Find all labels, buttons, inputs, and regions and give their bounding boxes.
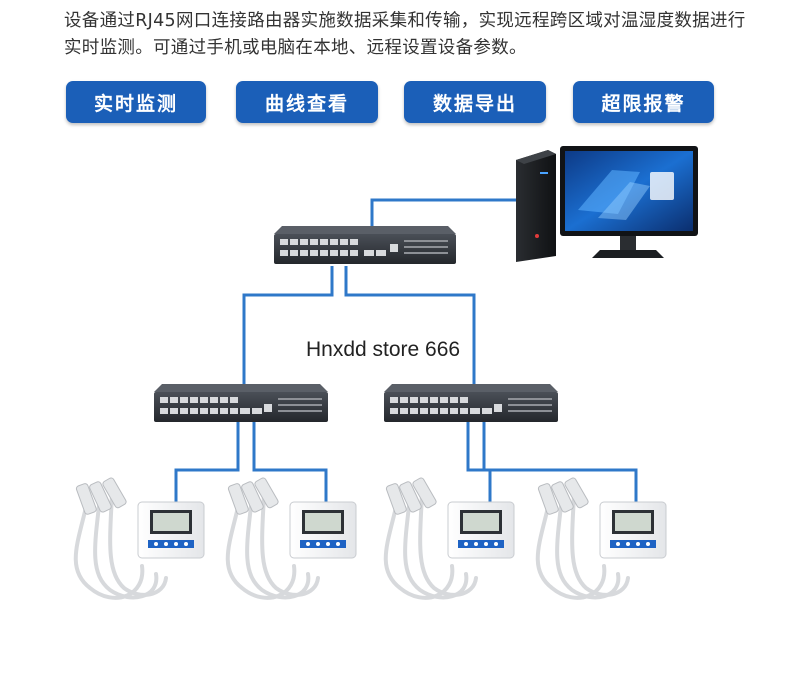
cable-left-switch-a <box>174 418 240 502</box>
computer-tower-icon <box>516 150 556 262</box>
curve-view-button[interactable]: 曲线查看 <box>236 81 378 123</box>
cable-top-to-pc <box>370 198 520 228</box>
cable-left-switch-b <box>252 418 328 502</box>
cable-top-to-left-switch <box>242 266 334 388</box>
realtime-monitor-button[interactable]: 实时监测 <box>66 81 206 123</box>
intro-text: 设备通过RJ45网口连接路由器实施数据采集和传输，实现远程跨区域对温湿度数据进行… <box>64 11 746 58</box>
access-switch-right <box>384 384 558 422</box>
sensor-unit-1 <box>73 477 205 600</box>
network-cables <box>174 198 638 502</box>
cable-right-switch-b <box>482 418 638 502</box>
core-switch <box>274 226 456 264</box>
data-export-button[interactable]: 数据导出 <box>404 81 546 123</box>
sensor-unit-2 <box>225 477 357 600</box>
cable-right-switch-a <box>466 418 492 502</box>
over-limit-alarm-button[interactable]: 超限报警 <box>573 81 714 123</box>
cable-top-to-right-switch <box>344 266 476 388</box>
watermark-text: Hnxdd store 666 <box>306 338 461 361</box>
sensor-unit-4 <box>535 477 667 600</box>
sensor-unit-3 <box>383 477 515 600</box>
monitor-icon <box>560 146 698 258</box>
access-switch-left <box>154 384 328 422</box>
